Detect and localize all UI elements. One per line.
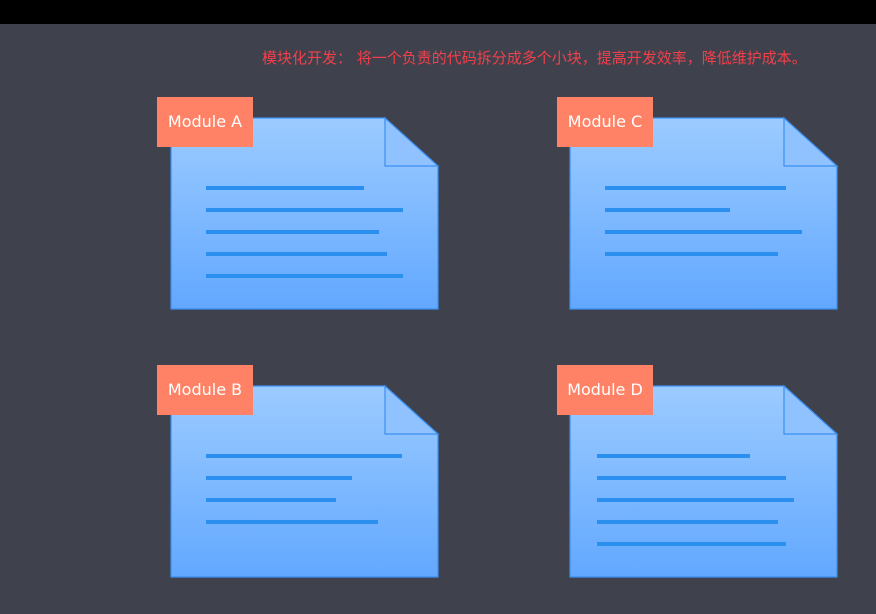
module-card-d: Module D bbox=[557, 365, 839, 579]
document-icon bbox=[170, 384, 440, 578]
module-label: Module A bbox=[157, 97, 253, 147]
top-bar bbox=[0, 0, 876, 24]
caption-text: 模块化开发： 将一个负责的代码拆分成多个小块，提高开发效率，降低维护成本。 bbox=[262, 49, 807, 67]
module-label: Module C bbox=[557, 97, 653, 147]
module-card-c: Module C bbox=[557, 97, 839, 311]
module-card-b: Module B bbox=[157, 365, 440, 579]
module-label: Module B bbox=[157, 365, 253, 415]
document-icon bbox=[170, 116, 440, 310]
document-icon bbox=[569, 116, 839, 310]
document-icon bbox=[569, 384, 839, 578]
module-label: Module D bbox=[557, 365, 653, 415]
module-card-a: Module A bbox=[157, 97, 440, 311]
